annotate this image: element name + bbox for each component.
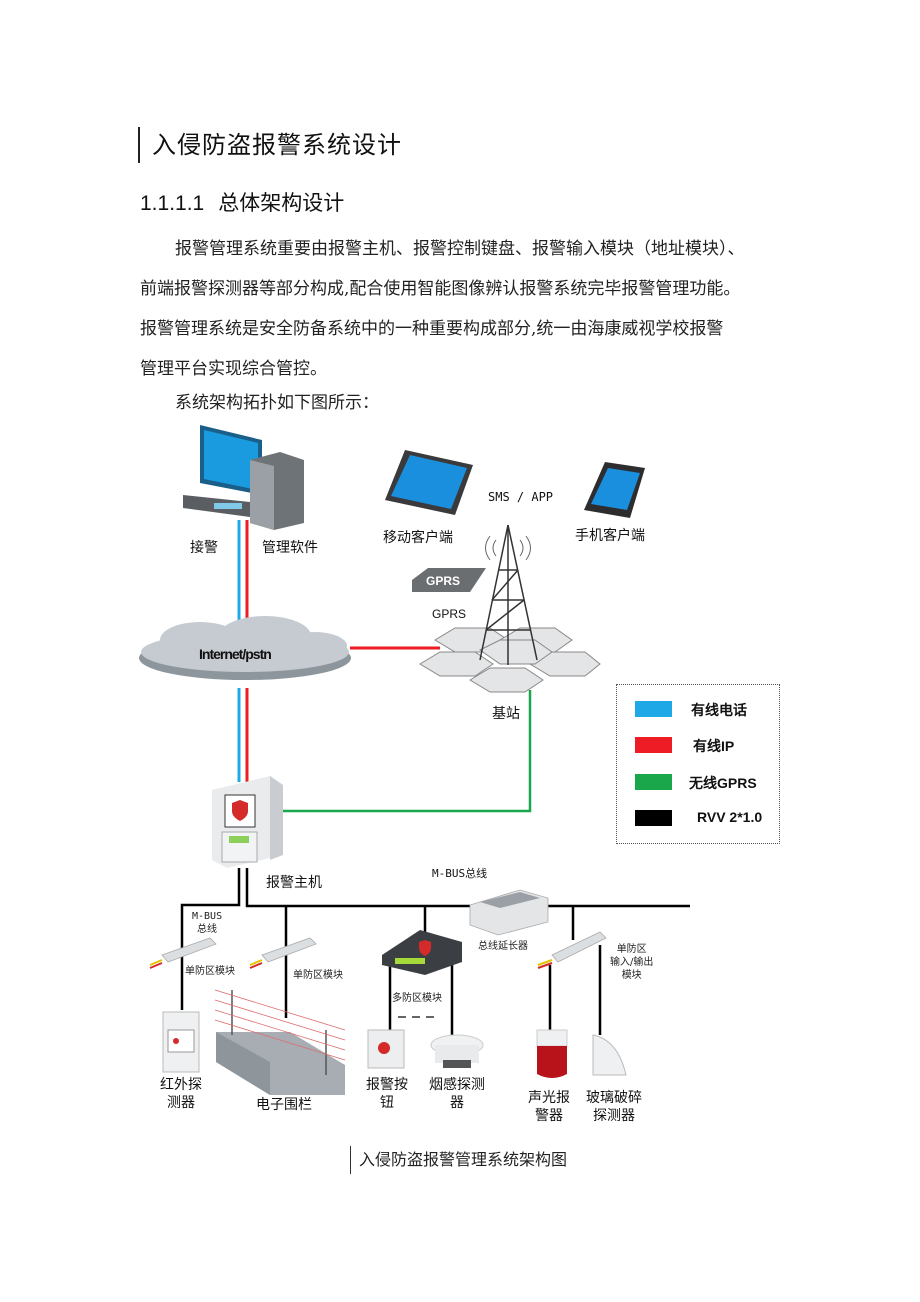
subsection-number: 1.1.1.1 bbox=[140, 192, 205, 215]
body-paragraph: 报警管理系统重要由报警主机、报警控制键盘、报警输入模块（地址模块）、 前端报警探… bbox=[140, 229, 800, 389]
infrared-detector-icon bbox=[162, 1011, 200, 1073]
smoke-detector-icon bbox=[430, 1034, 484, 1068]
electronic-fence-icon bbox=[214, 989, 346, 1095]
label-smoke-detector: 烟感探测 器 bbox=[429, 1076, 485, 1112]
legend-item: RVV 2*1.0 bbox=[635, 809, 775, 828]
label-line: 探测器 bbox=[593, 1108, 635, 1124]
section-title: 入侵防盗报警系统设计 bbox=[138, 127, 402, 163]
figure-caption: 入侵防盗报警管理系统架构图 bbox=[350, 1146, 567, 1174]
label-line: 烟感探测 bbox=[429, 1077, 485, 1093]
label-line: 测器 bbox=[167, 1095, 195, 1111]
legend-label: 无线GPRS bbox=[689, 775, 757, 791]
legend-item: 无线GPRS bbox=[635, 774, 775, 792]
label-mbus-left-line1: M-BUS bbox=[192, 911, 223, 922]
alarm-button-icon bbox=[367, 1029, 405, 1069]
tablet-icon bbox=[385, 450, 473, 515]
label-infrared-detector: 红外探 测器 bbox=[160, 1076, 202, 1112]
label-line: 警器 bbox=[535, 1108, 563, 1124]
label-sms-app: SMS / APP bbox=[488, 490, 554, 504]
label-base-station: 基站 bbox=[492, 706, 520, 722]
computer-icon bbox=[183, 425, 304, 530]
legend-swatch bbox=[635, 774, 672, 790]
label-mbus-left-line2: 总线 bbox=[197, 924, 218, 935]
cloud-icon bbox=[139, 616, 351, 680]
label-io-line2: 输入/输出 bbox=[610, 957, 654, 968]
label-reception: 接警 bbox=[190, 540, 218, 556]
legend-label: RVV 2*1.0 bbox=[697, 809, 763, 825]
label-phone-client: 手机客户端 bbox=[575, 528, 645, 544]
paragraph-line: 报警管理系统重要由报警主机、报警控制键盘、报警输入模块（地址模块）、 bbox=[175, 239, 745, 259]
paragraph-line: 管理平台实现综合管控。 bbox=[140, 359, 327, 379]
label-line: 声光报 bbox=[528, 1090, 570, 1106]
label-line: 报警按 bbox=[366, 1077, 408, 1093]
legend-item: 有线电话 bbox=[635, 701, 775, 719]
label-management-software: 管理软件 bbox=[262, 540, 318, 556]
paragraph-line: 前端报警探测器等部分构成,配合使用智能图像辨认报警系统完毕报警管理功能。 bbox=[140, 279, 741, 299]
sound-light-alarm-icon bbox=[536, 1029, 568, 1078]
subsection-heading: 1.1.1.1 总体架构设计 bbox=[140, 188, 344, 219]
legend-swatch bbox=[635, 701, 672, 717]
label-mbus-main: M-BUS总线 bbox=[432, 867, 488, 880]
alarm-host-icon bbox=[212, 776, 283, 868]
label-sound-light-alarm: 声光报 警器 bbox=[528, 1089, 570, 1125]
gprs-badge-icon bbox=[412, 568, 486, 592]
multi-zone-module-icon bbox=[382, 930, 462, 975]
label-line: 钮 bbox=[380, 1095, 394, 1111]
paragraph-line: 报警管理系统是安全防备系统中的一种重要构成部分,统一由海康威视学校报警 bbox=[140, 319, 724, 339]
label-mobile-client: 移动客户端 bbox=[383, 530, 453, 546]
smartphone-icon bbox=[584, 462, 645, 518]
glass-break-detector-icon bbox=[592, 1034, 627, 1076]
legend-swatch bbox=[635, 737, 672, 753]
bus-extender-icon bbox=[469, 889, 549, 936]
label-multi-zone: 多防区模块 bbox=[392, 993, 442, 1004]
label-cloud: Internet/pstn bbox=[199, 646, 272, 662]
label-electronic-fence: 电子围栏 bbox=[256, 1097, 312, 1113]
label-single-zone-2: 单防区模块 bbox=[293, 970, 343, 981]
subsection-title: 总体架构设计 bbox=[218, 191, 345, 215]
label-mbus-left: M-BUS 总线 bbox=[192, 910, 222, 936]
base-station-icon bbox=[419, 627, 601, 693]
legend-swatch bbox=[635, 810, 672, 826]
label-alarm-button: 报警按 钮 bbox=[366, 1076, 408, 1112]
module-wires bbox=[149, 959, 553, 969]
wireless-gprs-line bbox=[283, 690, 532, 813]
single-zone-module-icon bbox=[161, 931, 607, 963]
wired-ip-line bbox=[245, 520, 440, 782]
gprs-badge-text: GPRS bbox=[426, 574, 461, 588]
label-gprs: GPRS bbox=[432, 607, 467, 621]
label-io-line1: 单防区 bbox=[616, 944, 647, 955]
legend-item: 有线IP bbox=[635, 737, 775, 755]
legend-label: 有线电话 bbox=[691, 702, 747, 718]
label-io-line3: 模块 bbox=[621, 970, 642, 981]
label-alarm-host: 报警主机 bbox=[266, 875, 322, 891]
label-single-zone-io: 单防区 输入/输出 模块 bbox=[610, 943, 653, 982]
label-single-zone-1: 单防区模块 bbox=[185, 966, 235, 977]
label-line: 红外探 bbox=[160, 1077, 202, 1093]
cell-tower-icon bbox=[479, 524, 538, 665]
label-glass-break-detector: 玻璃破碎 探测器 bbox=[586, 1089, 642, 1125]
label-line: 玻璃破碎 bbox=[586, 1090, 642, 1106]
label-bus-extender: 总线延长器 bbox=[478, 941, 528, 952]
label-line: 器 bbox=[450, 1095, 464, 1111]
intro-sentence: 系统架构拓扑如下图所示： bbox=[175, 393, 379, 413]
legend-label: 有线IP bbox=[693, 738, 735, 754]
legend: 有线电话 有线IP 无线GPRS RVV 2*1.0 bbox=[616, 684, 780, 844]
